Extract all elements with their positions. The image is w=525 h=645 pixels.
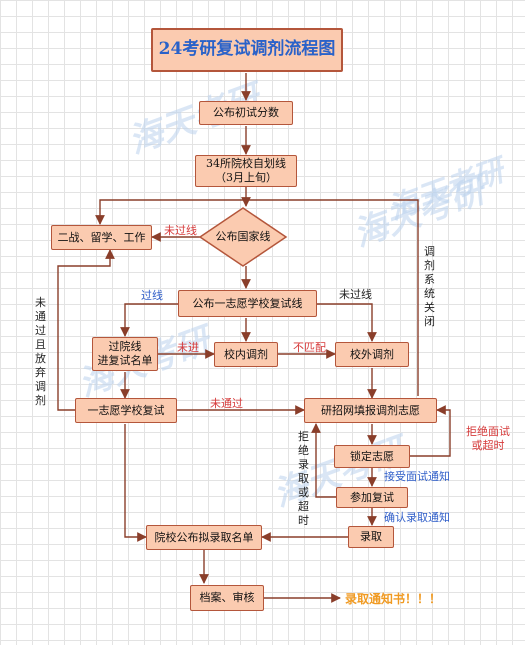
retest-node: 参加复试 — [336, 487, 408, 508]
label-confirm-admission: 确认录取通知 — [384, 511, 450, 524]
adjust-system-node: 研招网填报调剂志愿 — [304, 398, 437, 423]
self-line-node: 34所院校自划线 （3月上旬） — [195, 155, 297, 187]
label-not-enter: 未进 — [177, 341, 199, 354]
label-pass-line: 过线 — [141, 289, 163, 302]
final-notice: 录取通知书！！！ — [345, 592, 442, 606]
label-below-line: 未过线 — [164, 224, 197, 237]
label-refuse-interview: 拒绝面试 或超时 — [466, 425, 510, 452]
label-not-passed: 未通过 — [210, 397, 243, 410]
national-line-label: 公布国家线 — [215, 230, 271, 243]
label-mismatch: 不匹配 — [293, 341, 326, 354]
label-not-pass-line: 未过线 — [339, 288, 372, 301]
school-list-node: 院校公布拟录取名单 — [146, 525, 262, 550]
label-refuse-timeout: 拒绝录取或超时 — [298, 430, 309, 527]
enter-list-node: 过院线 进复试名单 — [92, 337, 158, 371]
internal-adjust-node: 校内调剂 — [214, 342, 278, 367]
admit-node: 录取 — [348, 526, 394, 548]
external-adjust-node: 校外调剂 — [335, 342, 409, 367]
first-choice-line-node: 公布一志愿学校复试线 — [178, 290, 317, 317]
chart-title: 24考研复试调剂流程图 — [151, 28, 343, 72]
label-accept-interview: 接受面试通知 — [384, 470, 450, 483]
national-line-diamond — [198, 207, 288, 267]
other-paths-node: 二战、留学、工作 — [51, 225, 152, 250]
archive-node: 档案、审核 — [190, 585, 264, 611]
label-system-closed: 调剂系统关闭 — [424, 245, 435, 328]
first-choice-retest-node: 一志愿学校复试 — [75, 398, 177, 423]
publish-scores-node: 公布初试分数 — [199, 101, 293, 125]
label-fail-give-up: 未通过且放弃调剂 — [35, 296, 46, 407]
lock-node: 锁定志愿 — [334, 445, 410, 468]
